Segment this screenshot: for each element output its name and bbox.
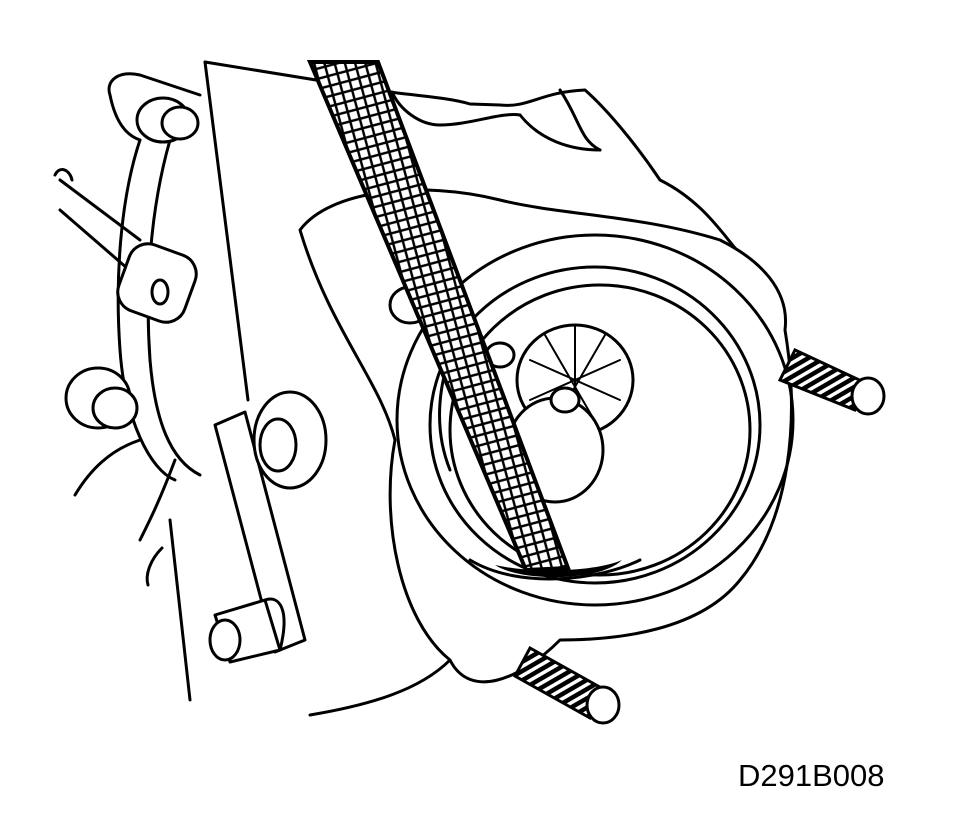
figure-code: D291B008 bbox=[738, 758, 885, 793]
stud-right bbox=[777, 348, 886, 416]
wastegate-arm bbox=[208, 390, 328, 664]
mesh-screen bbox=[306, 60, 571, 573]
left-bracket bbox=[53, 72, 202, 482]
stud-bottom bbox=[512, 645, 621, 725]
housing-outline bbox=[73, 60, 737, 717]
